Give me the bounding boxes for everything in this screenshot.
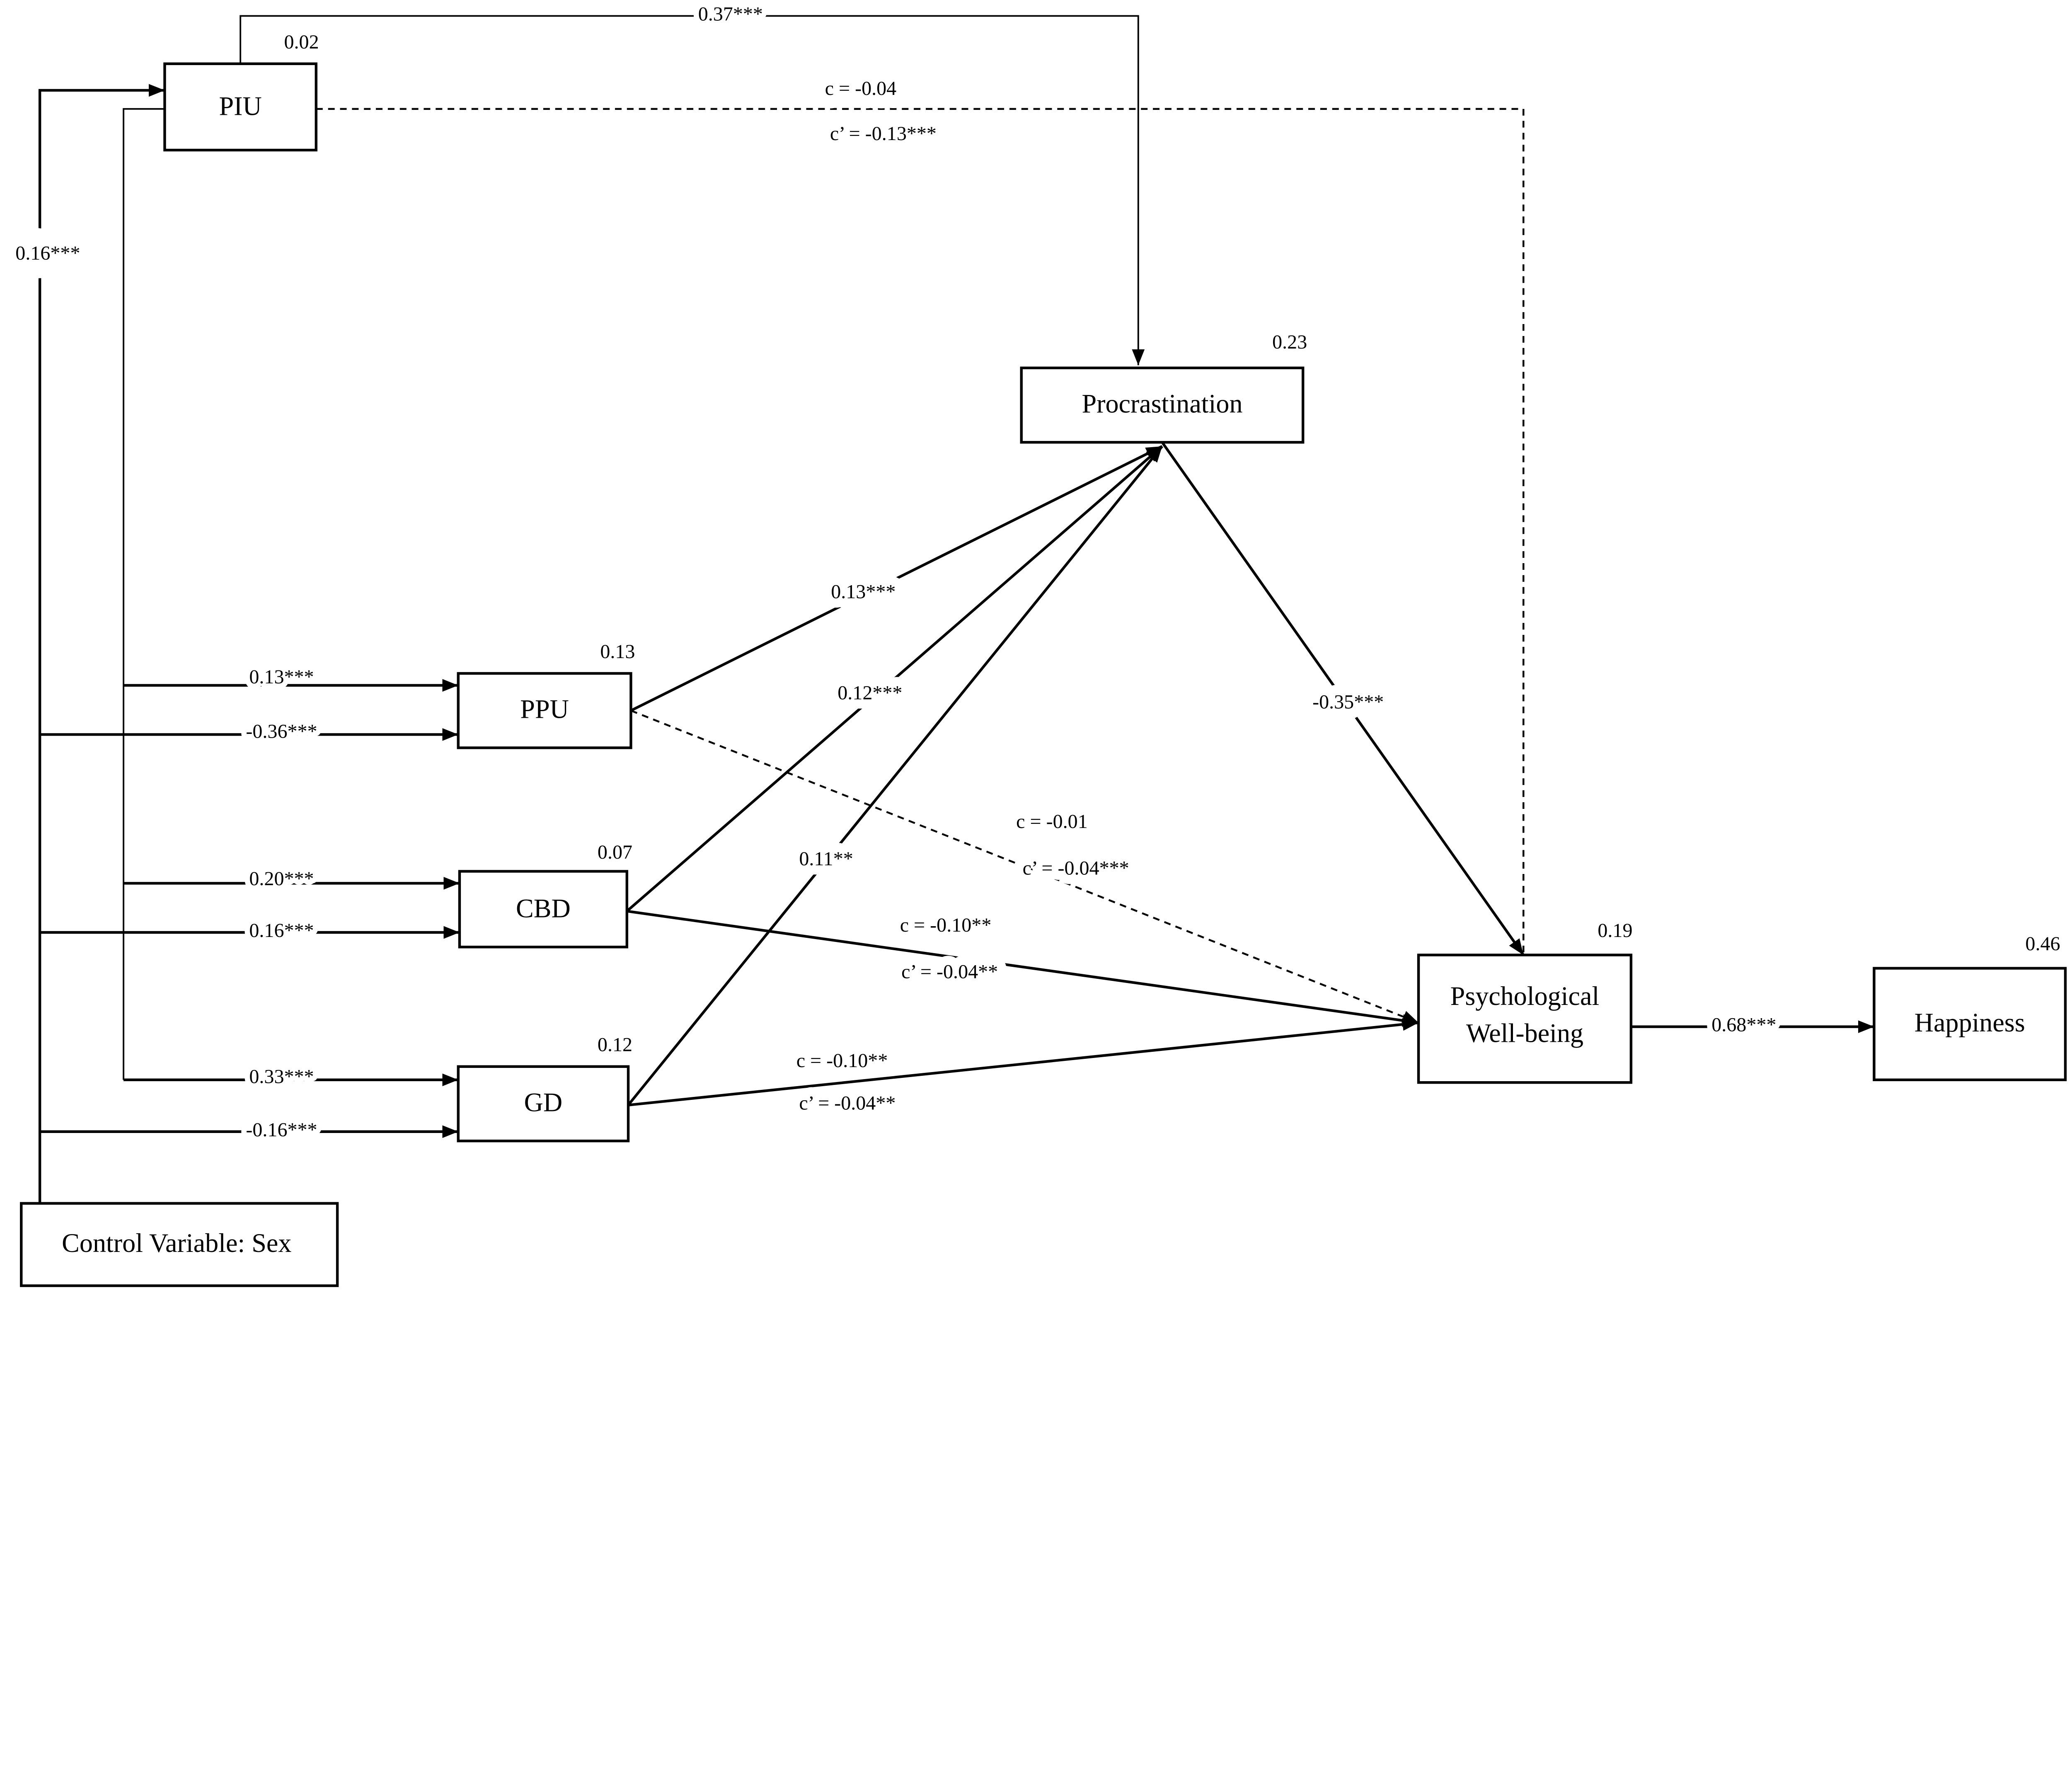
label-gd-pwb-c: c = -0.10** <box>796 1050 888 1072</box>
node-cbd: CBD 0.07 <box>458 841 632 949</box>
label-sex-cbd: 0.16*** <box>249 920 314 942</box>
edge-piu-procrastination <box>240 15 1145 366</box>
label-cbd-pwb-cprime: c’ = -0.04** <box>901 961 998 983</box>
label-sex-ppu: -0.36*** <box>246 720 317 742</box>
edge-gd-procrastination <box>627 445 1163 1106</box>
edge-piu-trunk <box>123 108 165 1080</box>
node-procrastination-label: Procrastination <box>1082 389 1242 418</box>
node-cbd-label: CBD <box>516 893 571 923</box>
nodes: PIU 0.02 Procrastination 0.23 PPU 0.13 C… <box>20 31 2067 1287</box>
node-ppu-r2: 0.13 <box>600 641 635 663</box>
label-ppu-pwb-c: c = -0.01 <box>1016 811 1088 833</box>
node-piu-r2: 0.02 <box>284 31 319 53</box>
label-piu-pwb-cprime: c’ = -0.13*** <box>830 123 937 145</box>
node-pwb-r2: 0.19 <box>1598 920 1632 942</box>
edge-sex-piu <box>38 84 165 1203</box>
node-pwb-label-line1: Psychological <box>1450 981 1600 1011</box>
edge-gd-pwb <box>628 1018 1419 1106</box>
node-gd-label: GD <box>524 1087 563 1117</box>
node-cbd-r2: 0.07 <box>598 841 632 863</box>
label-piu-pwb-c: c = -0.04 <box>825 77 897 99</box>
node-ppu: PPU 0.13 <box>457 641 635 749</box>
label-ppu-pwb-cprime: c’ = -0.04*** <box>1023 857 1129 879</box>
edge-ppu-pwb <box>630 709 1419 1024</box>
node-piu-label: PIU <box>219 92 261 121</box>
node-gd-r2: 0.12 <box>598 1034 632 1056</box>
node-piu: PIU 0.02 <box>163 31 319 152</box>
edge-procrastination-pwb <box>1161 441 1525 956</box>
node-pwb: Psychological Well-being 0.19 <box>1417 920 1632 1084</box>
label-piu-procrastination: 0.37*** <box>698 3 763 25</box>
label-sex-piu: 0.16*** <box>15 242 80 264</box>
node-procrastination-r2: 0.23 <box>1272 331 1307 353</box>
node-procrastination: Procrastination 0.23 <box>1020 331 1307 444</box>
label-ppu-procrastination: 0.13*** <box>831 581 896 603</box>
node-gd: GD 0.12 <box>457 1034 632 1143</box>
path-diagram: 0.37*** 0.16*** c = -0.04 c’ = -0.13*** … <box>15 3 2067 1287</box>
label-cbd-pwb-c: c = -0.10** <box>900 914 992 936</box>
label-pwb-happiness: 0.68*** <box>1711 1014 1776 1036</box>
edge-ppu-procrastination <box>630 445 1163 712</box>
label-sex-gd: -0.16*** <box>246 1119 317 1141</box>
node-pwb-label-line2: Well-being <box>1466 1019 1583 1048</box>
node-ppu-label: PPU <box>520 695 569 724</box>
edge-piu-pwb <box>316 108 1525 956</box>
edges <box>38 15 1874 1203</box>
label-cbd-procrastination: 0.12*** <box>838 682 902 704</box>
edge-cbd-procrastination <box>626 445 1163 913</box>
node-sex-label: Control Variable: Sex <box>62 1228 291 1258</box>
node-happiness-label: Happiness <box>1915 1008 2025 1037</box>
label-gd-procrastination: 0.11** <box>799 848 853 870</box>
label-piu-ppu: 0.13*** <box>249 666 314 688</box>
label-piu-cbd: 0.20*** <box>249 868 314 890</box>
label-piu-gd: 0.33*** <box>249 1066 314 1088</box>
edge-cbd-pwb <box>627 910 1419 1027</box>
node-sex: Control Variable: Sex <box>20 1202 339 1287</box>
label-procrastination-pwb: -0.35*** <box>1312 691 1384 713</box>
node-happiness: Happiness 0.46 <box>1873 933 2067 1081</box>
label-gd-pwb-cprime: c’ = -0.04** <box>799 1092 896 1114</box>
node-happiness-r2: 0.46 <box>2025 933 2060 955</box>
